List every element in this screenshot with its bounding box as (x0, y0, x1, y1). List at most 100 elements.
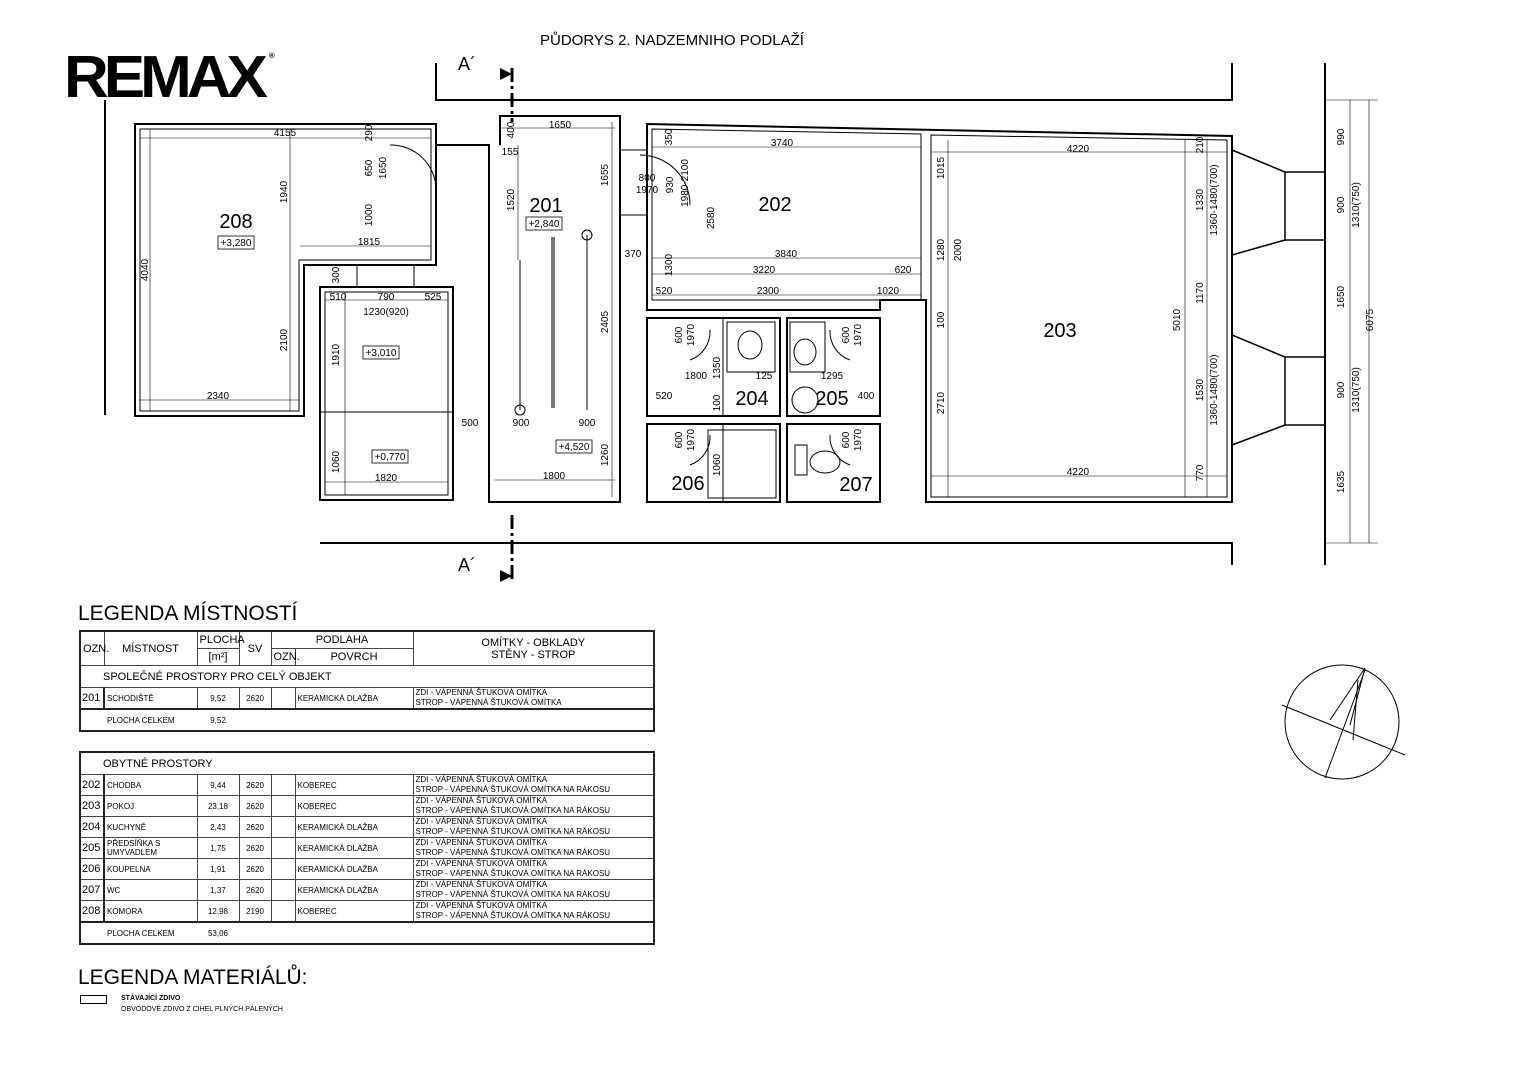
dimension-label: 1350 (712, 356, 723, 379)
dimension-label: 1170 (1195, 282, 1206, 304)
dimension-label: 5010 (1172, 308, 1183, 331)
room-area: 9,44 (196, 774, 240, 796)
room-legend-heading: LEGENDA MÍSTNOSTÍ (78, 602, 298, 625)
col-ozn: OZN. (79, 630, 109, 666)
spacer (80, 921, 104, 945)
col-floor-code: OZN. (270, 648, 300, 666)
floor-surface: KERAMICKÁ DLAŽBA (294, 687, 414, 710)
level-box (525, 216, 563, 231)
dimension-label: 3840 (775, 249, 798, 260)
section-mark: A´ (458, 54, 476, 74)
room-code: 202 (79, 774, 105, 796)
ceiling-finish: STROP - VÁPENNÁ ŠTUKOVÁ OMÍTKA NA RÁKOSU (415, 827, 611, 836)
dimension-label: 600 (674, 431, 685, 448)
floor-surface: KERAMICKÁ DLAŽBA (294, 837, 414, 859)
dimension-label: 1020 (877, 286, 900, 297)
dimension-label: 1970 (636, 185, 659, 196)
dimension-label: 290 (364, 124, 375, 141)
level-mark: +0,770 (375, 452, 406, 463)
group-title: SPOLEČNÉ PROSTORY PRO CELÝ OBJEKT (79, 665, 655, 688)
dimension-label: 1970 (853, 323, 864, 346)
dimension-label: 1815 (358, 237, 381, 248)
windows (1231, 148, 1325, 447)
dimension-lines (140, 99, 1378, 544)
dimension-label: 1280 (936, 238, 947, 261)
room-height: 2620 (238, 879, 272, 901)
wall-finish: ZDI - VÁPENNÁ ŠTUKOVÁ OMÍTKA (415, 880, 548, 889)
dimension-label: 1655 (600, 163, 611, 186)
dimension-label: 600 (674, 326, 685, 343)
room-number: 206 (671, 473, 704, 495)
room-number: 202 (758, 194, 791, 216)
wall-finish: ZDI - VÁPENNÁ ŠTUKOVÁ OMÍTKA (415, 796, 548, 805)
material-description: OBVODOVÉ ZDIVO Z CIHEL PLNÝCH PÁLENÝCH (121, 1006, 283, 1013)
fixtures (707, 321, 841, 499)
wall-finish: ZDI - VÁPENNÁ ŠTUKOVÁ OMÍTKA (415, 859, 548, 868)
section-mark: A´ (458, 555, 476, 575)
room-code: 207 (79, 879, 105, 901)
wall-finish: ZDI - VÁPENNÁ ŠTUKOVÁ OMÍTKA (415, 817, 548, 826)
dimension-label: 1230(920) (363, 307, 409, 318)
remax-logo: REMAX® (64, 44, 275, 111)
dimension-label: 790 (378, 292, 395, 303)
total-label: PLOCHA CELKEM (104, 708, 197, 732)
dimension-label: 3220 (753, 265, 776, 276)
dimension-label: 2580 (706, 206, 717, 229)
dimension-label: 1650 (549, 120, 572, 131)
room-name: KUCHYNĚ (103, 816, 198, 838)
dimension-label: 900 (579, 418, 596, 429)
dimension-label: 510 (330, 292, 347, 303)
dimension-label: 1635 (1336, 470, 1347, 493)
wall-finish: ZDI - VÁPENNÁ ŠTUKOVÁ OMÍTKA (415, 901, 548, 910)
level-box (217, 235, 255, 250)
floor-surface: KERAMICKÁ DLAŽBA (294, 879, 414, 901)
room-number: 203 (1043, 320, 1076, 342)
col-room: MÍSTNOST (103, 630, 198, 666)
dimension-label: 1820 (375, 473, 398, 484)
spacer (239, 921, 654, 945)
dimension-label: 1910 (331, 343, 342, 366)
dimension-label: 1300 (664, 253, 675, 276)
dimension-label: 210 (1195, 136, 1206, 153)
logo-text: REMAX (64, 44, 268, 111)
floor-code (270, 774, 296, 796)
level-mark: +3,280 (221, 238, 252, 249)
dimension-label: 900 (1336, 381, 1347, 398)
ceiling-finish: STROP - VÁPENNÁ ŠTUKOVÁ OMÍTKA NA RÁKOSU (415, 890, 611, 899)
dimension-label: 525 (425, 292, 442, 303)
ceiling-finish: STROP - VÁPENNÁ ŠTUKOVÁ OMÍTKA NA RÁKOSU (415, 869, 611, 878)
dimension-label: 600 (841, 326, 852, 343)
dimension-label: 1310(750) (1351, 367, 1362, 413)
room-area: 9,52 (196, 687, 240, 710)
floor-code (270, 879, 296, 901)
dimension-label: 155 (502, 147, 519, 158)
dimension-label: 2340 (207, 391, 230, 402)
room-number: 205 (815, 388, 848, 410)
dimension-label: 620 (895, 265, 912, 276)
room-code: 206 (79, 858, 105, 880)
ceiling-finish: STROP - VÁPENNÁ ŠTUKOVÁ OMÍTKA NA RÁKOSU (415, 785, 611, 794)
floor-code (270, 900, 296, 923)
section-arrows (500, 68, 512, 582)
room-height: 2620 (238, 795, 272, 817)
room-name: POKOJ (103, 795, 198, 817)
dimension-label: 800 (639, 173, 656, 184)
room-area: 2,43 (196, 816, 240, 838)
floor-surface: KERAMICKÁ DLAŽBA (294, 858, 414, 880)
dimension-label: 1650 (1336, 285, 1347, 308)
floor-surface: KERAMICKÁ DLAŽBA (294, 816, 414, 838)
dimension-label: 1295 (821, 371, 844, 382)
dimension-label: 2100 (279, 328, 290, 351)
col-surface: POVRCH (294, 648, 414, 666)
room-number: 201 (529, 195, 562, 217)
room-name: WC (103, 879, 198, 901)
wall-finish: ZDI - VÁPENNÁ ŠTUKOVÁ OMÍTKA (415, 688, 548, 697)
